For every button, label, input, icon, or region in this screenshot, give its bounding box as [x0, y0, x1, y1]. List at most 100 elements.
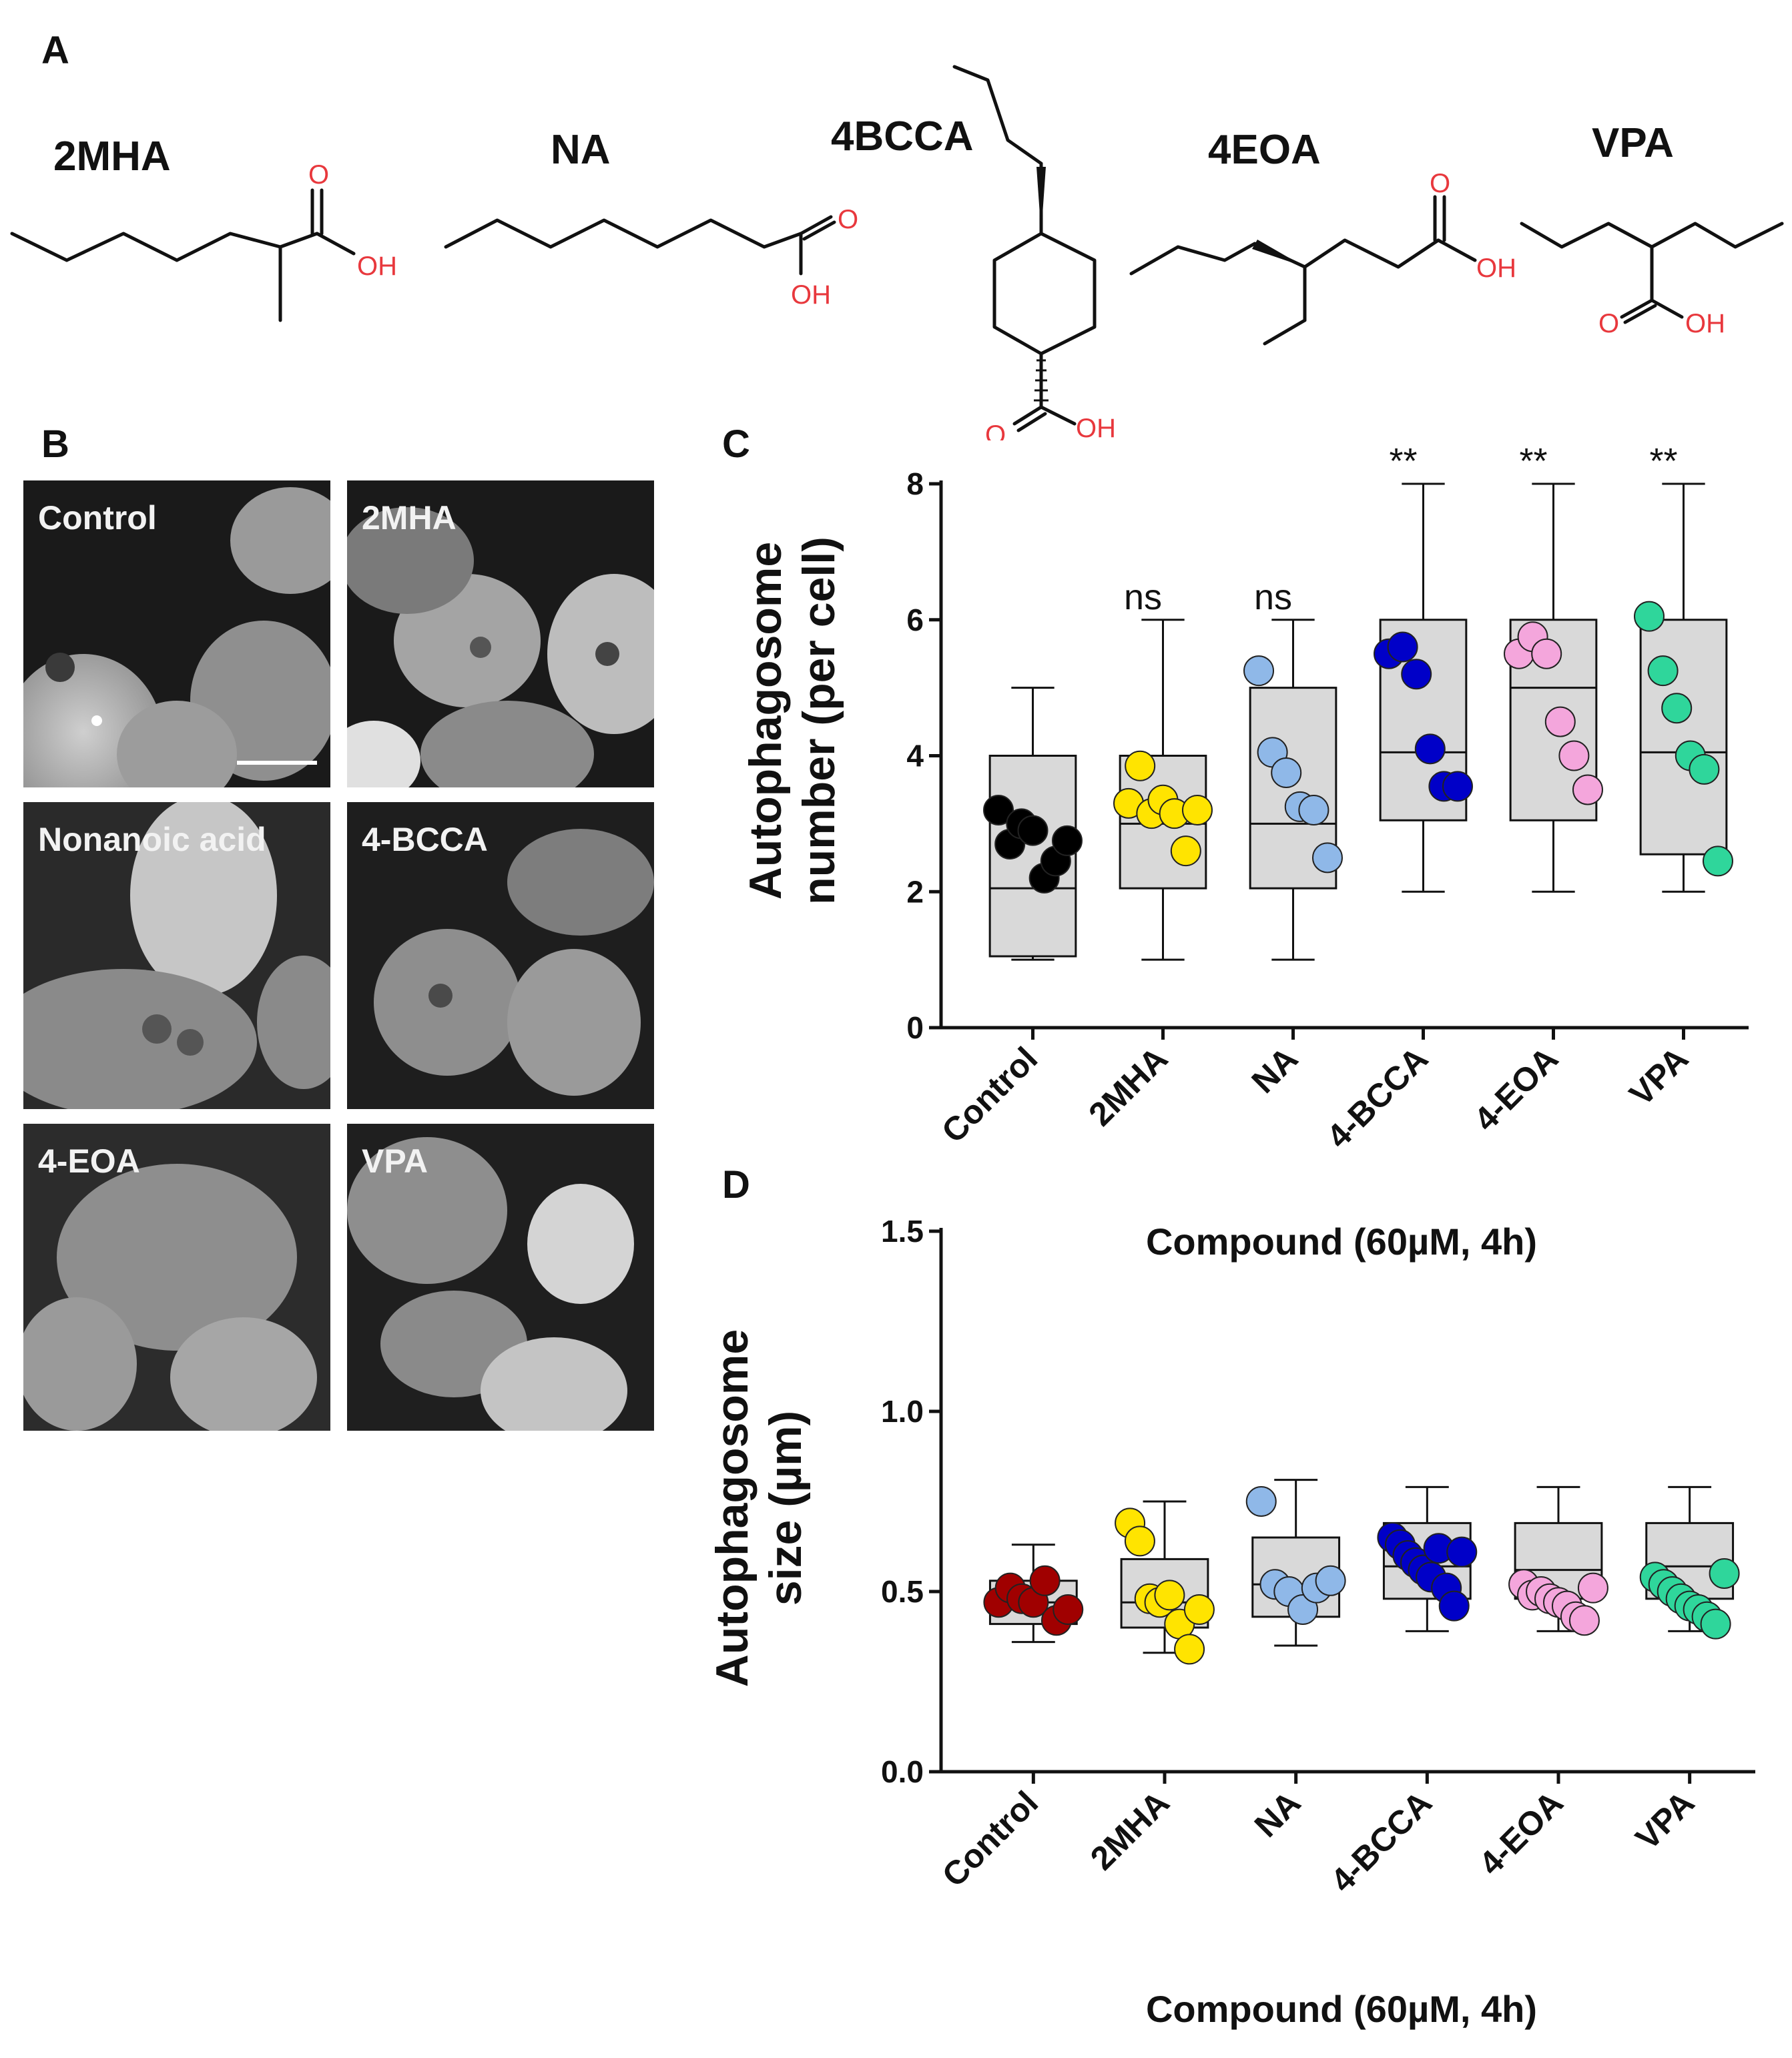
data-point [1243, 655, 1275, 687]
atom-oh-na: OH [791, 280, 831, 310]
x-tick-label: 4-EOA [1467, 1040, 1566, 1138]
panel-b-letter: B [41, 422, 69, 466]
micrograph-4-bcca: 4-BCCA [347, 802, 654, 1109]
y-tick-label: 4 [906, 739, 924, 773]
atom-o-2mha: O [308, 160, 329, 190]
chart-autophagosome-number: Autophagosome number (per cell) Compound… [740, 441, 1749, 1263]
box-iqr [1639, 619, 1728, 855]
cell-field-image [347, 802, 654, 1109]
data-point [1170, 835, 1201, 867]
cell-field-image [23, 802, 330, 1109]
cell-field-image [23, 1124, 330, 1431]
atom-o-vpa: O [1598, 309, 1619, 338]
cell-field-image [23, 487, 330, 787]
data-point [1154, 1580, 1185, 1611]
data-point [1544, 706, 1576, 737]
data-point [1174, 1634, 1205, 1665]
y-axis-label-line2: number (per cell) [794, 537, 844, 905]
cell-field-image [347, 1124, 654, 1431]
data-point [1311, 842, 1343, 874]
cell-field-image [347, 507, 654, 787]
data-point [1287, 1594, 1319, 1625]
data-point [1438, 1590, 1470, 1622]
y-tick-label: 0.0 [881, 1754, 924, 1789]
data-point [1017, 815, 1049, 846]
compound-name-vpa: VPA [1592, 120, 1674, 166]
panel-c-letter: C [722, 422, 750, 466]
data-point [1183, 1594, 1215, 1625]
y-tick-label: 1.0 [881, 1394, 924, 1429]
x-tick-label: NA [1247, 1784, 1308, 1844]
data-point [1568, 1605, 1600, 1636]
x-tick-label: NA [1245, 1040, 1305, 1100]
chart-autophagosome-size: Autophagosome size (µm) Compound (60µM, … [707, 1214, 1755, 2030]
x-tick-label: VPA [1622, 1040, 1696, 1113]
atom-o-na: O [838, 205, 858, 234]
data-point [1051, 825, 1083, 856]
atom-o-4bcca: O [985, 420, 1006, 440]
x-tick-label: 4-BCCA [1319, 1040, 1435, 1155]
atom-oh-4eoa: OH [1476, 254, 1516, 283]
x-tick-label: Control [934, 1040, 1044, 1150]
significance-label: ns [1254, 577, 1292, 617]
data-point [1700, 1608, 1731, 1640]
significance-label: ns [1124, 577, 1162, 617]
data-point [1577, 1572, 1608, 1604]
x-axis-label: Compound (60µM, 4h) [1146, 1988, 1537, 2030]
data-point [1689, 753, 1720, 785]
data-point [1124, 1525, 1155, 1557]
micrograph-control: Control [23, 480, 330, 787]
significance-label: ** [1389, 441, 1417, 481]
scale-bar [237, 761, 317, 765]
y-axis-label-line2: size (µm) [760, 1411, 811, 1606]
y-axis-label-line1: Autophagosome [740, 542, 791, 900]
compound-name-2mha: 2MHA [53, 133, 171, 180]
data-point [1661, 693, 1693, 724]
compound-name-4bcca: 4BCCA [831, 113, 974, 159]
x-tick-label: 2MHA [1083, 1784, 1177, 1877]
micrograph-label: 2MHA [362, 499, 457, 537]
data-point [1125, 750, 1156, 781]
panel-a-structures: 2MHA NA 4BCCA 4EOA VPA O OH O OH O OH O … [10, 65, 1784, 440]
micrograph-label: Nonanoic acid [38, 821, 266, 858]
significance-label: ** [1649, 441, 1677, 481]
micrograph-label: Control [38, 499, 157, 537]
micrograph-vpa: VPA [347, 1124, 654, 1431]
data-point [1315, 1565, 1346, 1596]
x-tick-label: VPA [1628, 1784, 1702, 1857]
data-point [1634, 601, 1665, 632]
data-point [1647, 655, 1679, 687]
atom-oh-4bcca: OH [1076, 414, 1116, 440]
y-tick-label: 2 [906, 874, 924, 909]
data-point [1531, 638, 1562, 669]
compound-name-4eoa: 4EOA [1208, 127, 1321, 173]
x-tick-label: 4-BCCA [1323, 1784, 1439, 1899]
x-tick-label: 4-EOA [1472, 1784, 1570, 1882]
data-point [1442, 771, 1473, 802]
data-point [1709, 1558, 1740, 1589]
micrograph-label: 4-BCCA [362, 821, 488, 858]
data-point [1702, 845, 1733, 877]
atom-o-4eoa: O [1430, 169, 1450, 198]
data-point [1414, 733, 1446, 765]
x-tick-label: Control [935, 1784, 1045, 1894]
data-point [983, 795, 1014, 825]
data-point [1387, 631, 1418, 663]
data-point [1029, 1565, 1061, 1596]
atom-oh-vpa: OH [1685, 309, 1725, 338]
micrograph-label: 4-EOA [38, 1142, 140, 1180]
y-tick-label: 6 [906, 603, 924, 637]
y-tick-label: 0.5 [881, 1574, 924, 1609]
data-point [1181, 795, 1213, 825]
x-tick-label: 2MHA [1081, 1040, 1175, 1133]
micrograph-nonanoic-acid: Nonanoic acid [23, 802, 330, 1109]
panel-d-letter: D [722, 1163, 750, 1207]
y-tick-label: 0 [906, 1010, 924, 1045]
y-tick-label: 8 [906, 466, 924, 501]
data-point [1053, 1594, 1084, 1625]
data-point [1558, 740, 1590, 771]
panel-a-letter: A [41, 29, 69, 72]
micrograph-label: VPA [362, 1142, 428, 1180]
atom-oh-2mha: OH [357, 252, 397, 281]
data-point [1572, 774, 1603, 805]
